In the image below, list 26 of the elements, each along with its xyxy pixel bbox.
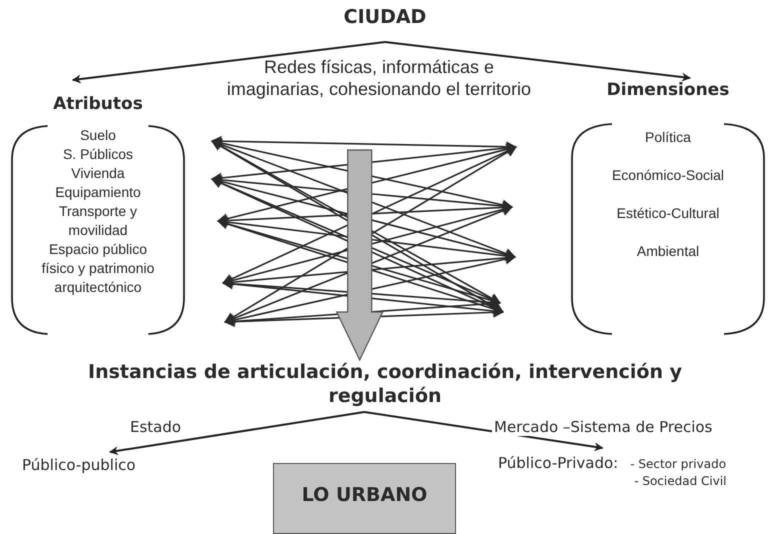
list-item: Política xyxy=(644,128,692,147)
list-item: Transporte y movilidad xyxy=(58,202,138,240)
arrow xyxy=(72,41,386,84)
list-item: Estético-Cultural xyxy=(616,204,720,223)
category-text: Público-publico xyxy=(22,452,182,476)
category-text: Público-Privado: xyxy=(498,454,618,474)
list-item: Ambiental xyxy=(636,242,700,261)
caption-text: Redes físicas, informáticas e imaginarias, cohesionando el territorio xyxy=(218,56,540,150)
list-item: - Sociedad Civil xyxy=(633,473,727,490)
list-item: - Sector privado xyxy=(630,456,727,473)
list-item: Espacio público físico y patrimonio arquitectónico xyxy=(40,240,156,297)
title-text: CIUDAD xyxy=(330,6,440,42)
arrow xyxy=(364,411,604,452)
block-arrow xyxy=(336,149,384,362)
edge-label: Mercado –Sistema de Precios xyxy=(492,418,714,436)
arrow xyxy=(109,411,364,456)
list-item: Suelo xyxy=(79,126,117,145)
group-heading: Dimensiones xyxy=(606,80,730,102)
heading-text: Instancias de articulación, coordinación, intervención y regulación xyxy=(40,360,730,412)
list-item: Equipamiento xyxy=(54,183,142,202)
group-heading: Atributos xyxy=(52,94,144,116)
list-item: Vivienda xyxy=(70,164,126,183)
list-item: Económico-Social xyxy=(610,166,726,185)
list-item: S. Públicos xyxy=(62,145,134,164)
arrow xyxy=(384,41,691,82)
result-box: LO URBANO xyxy=(273,463,456,534)
